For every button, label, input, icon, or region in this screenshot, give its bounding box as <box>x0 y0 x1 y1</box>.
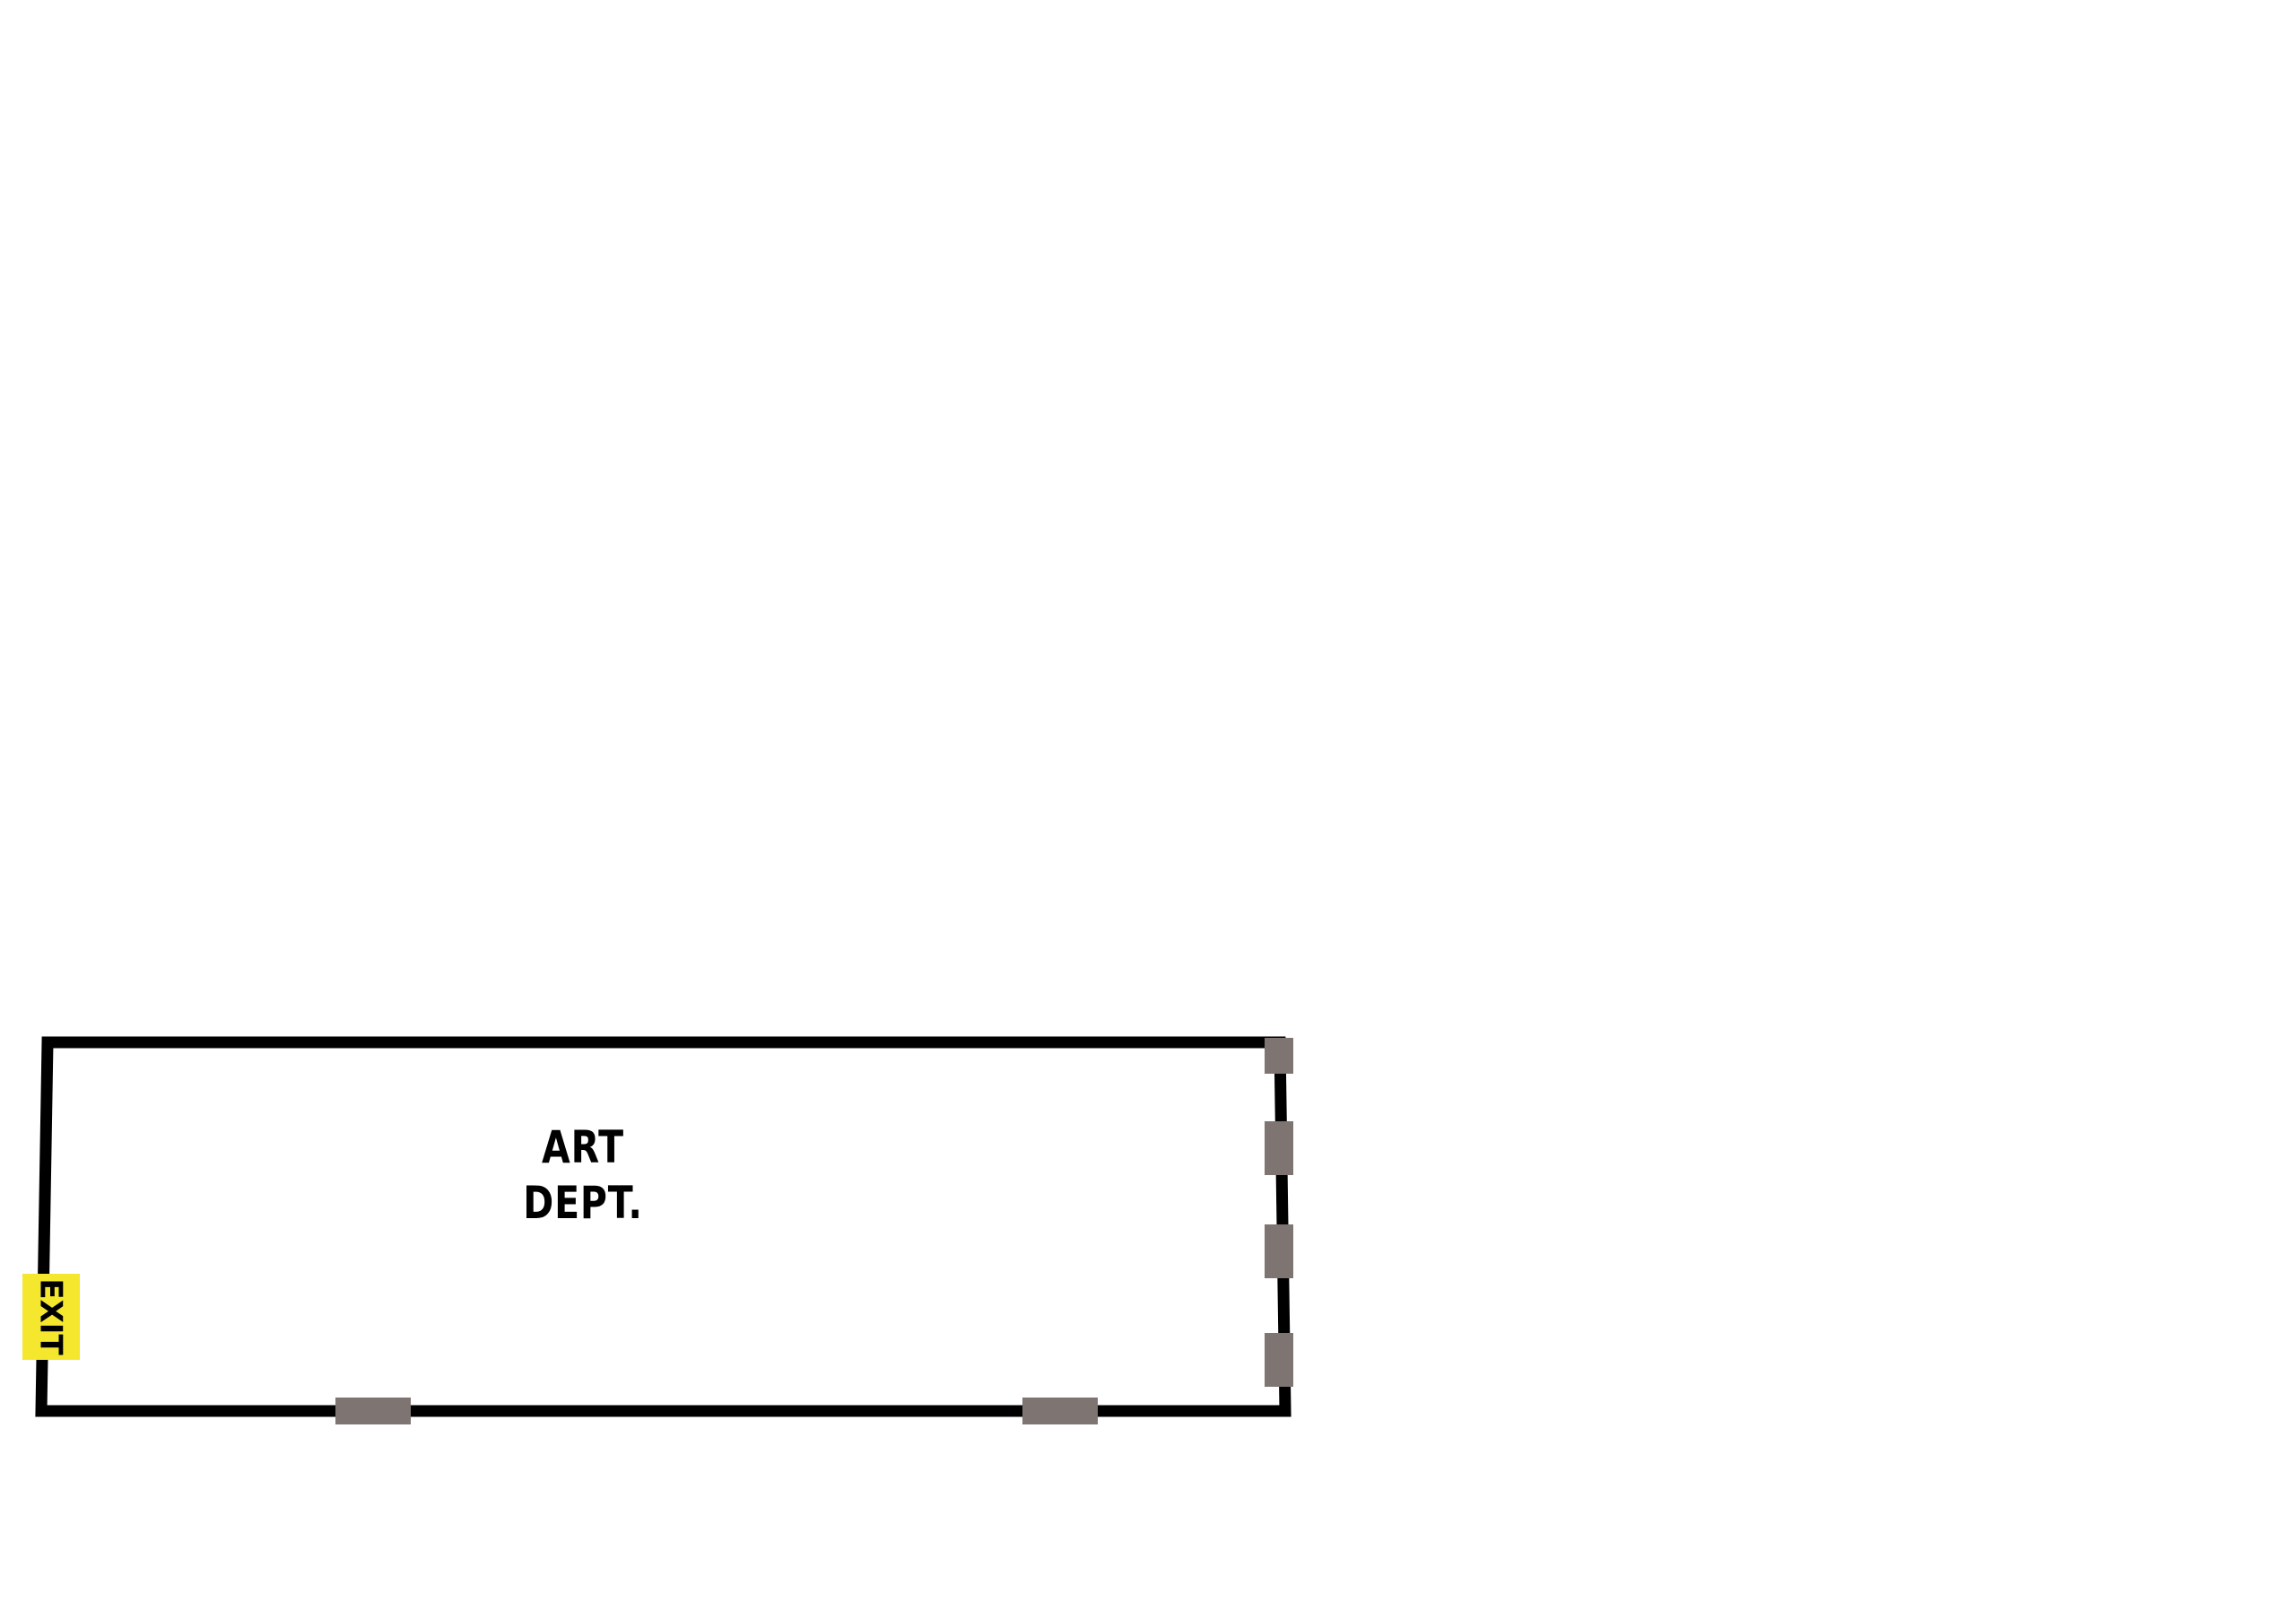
exit-label: EXIT <box>33 1278 70 1355</box>
bottom-wall-opening <box>1022 1398 1098 1424</box>
right-wall-opening <box>1265 1038 1293 1074</box>
exit-sign-background <box>22 1274 80 1360</box>
exit-sign-icon: EXIT <box>22 1274 80 1360</box>
bottom-wall-opening <box>335 1398 411 1424</box>
right-wall-opening <box>1265 1224 1293 1278</box>
right-wall-opening <box>1265 1121 1293 1175</box>
room-label-line2: DEPT. <box>523 1177 643 1229</box>
room-label-line1: ART <box>542 1121 624 1173</box>
right-wall-opening <box>1265 1333 1293 1387</box>
room-label: ART DEPT. <box>473 1119 693 1231</box>
